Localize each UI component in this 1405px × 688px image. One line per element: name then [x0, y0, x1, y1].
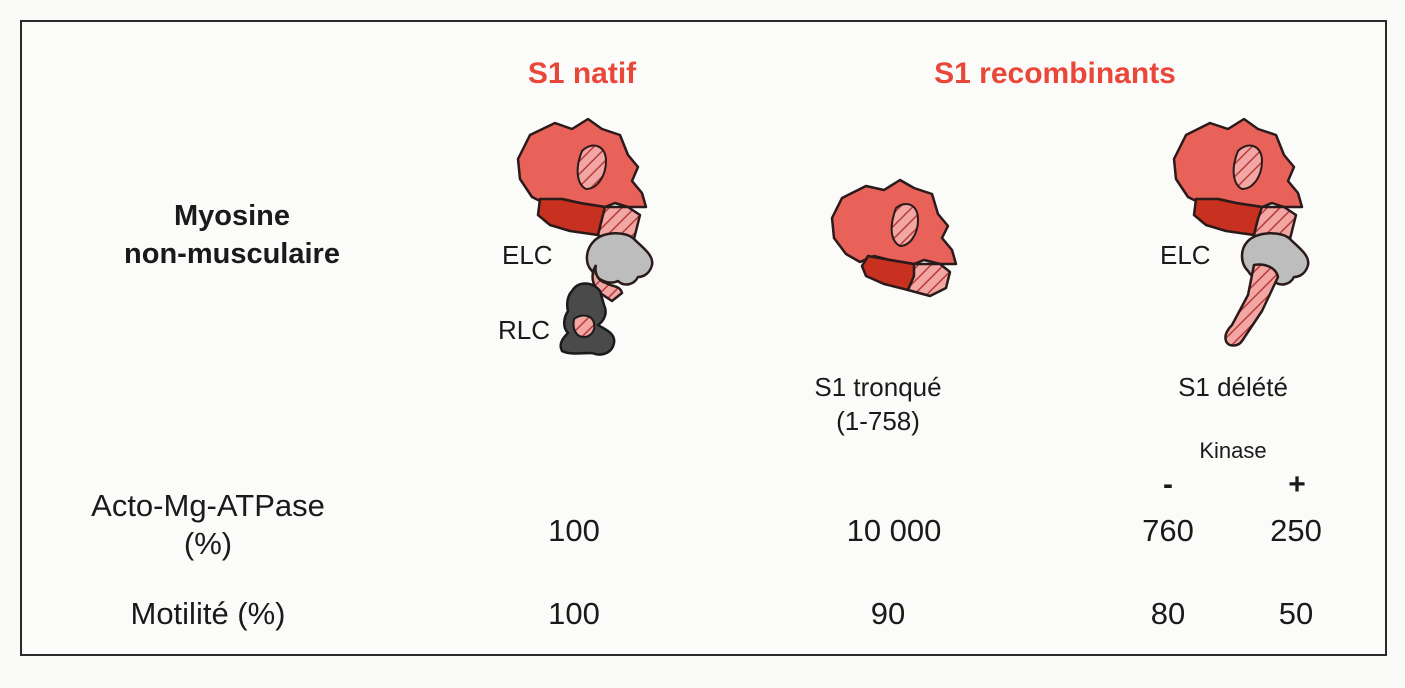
native-s1-molecule [516, 117, 654, 356]
atpase-label-line2: (%) [183, 526, 233, 561]
atpase-deleted-plus: 250 [1270, 513, 1322, 548]
kinase-minus: - [1163, 468, 1173, 501]
header-native: S1 natif [527, 57, 637, 90]
truncated-caption-line2: (1-758) [836, 406, 920, 436]
motility-truncated: 90 [870, 596, 906, 631]
atpase-label-line1: Acto-Mg-ATPase [91, 488, 325, 523]
motility-deleted-plus: 50 [1278, 596, 1314, 631]
atpase-native: 100 [548, 513, 600, 548]
row-title-line1: Myosine [173, 200, 291, 232]
kinase-label: Kinase [1199, 438, 1267, 463]
row-title-line2: non-musculaire [124, 238, 340, 270]
kinase-plus: + [1288, 468, 1306, 501]
atpase-label: Acto-Mg-ATPase (%) [91, 487, 325, 563]
native-rlc-label: RLC [498, 315, 551, 345]
diagram-frame [20, 20, 1387, 656]
header-recombinant: S1 recombinants [934, 57, 1176, 90]
motility-label: Motilité (%) [130, 596, 286, 631]
deleted-caption: S1 délété [1178, 372, 1288, 402]
motility-deleted-minus: 80 [1150, 596, 1186, 631]
deleted-s1-molecule [1172, 117, 1310, 347]
row-title: Myosine non-musculaire [82, 197, 382, 273]
atpase-truncated: 10 000 [846, 513, 942, 548]
atpase-deleted-minus: 760 [1142, 513, 1194, 548]
truncated-caption-line1: S1 tronqué [814, 372, 942, 402]
motility-native: 100 [548, 596, 600, 631]
deleted-elc-label: ELC [1160, 240, 1211, 270]
native-elc-label: ELC [502, 240, 553, 270]
truncated-s1-molecule [830, 178, 958, 298]
truncated-caption: S1 tronqué (1-758) [814, 370, 941, 438]
